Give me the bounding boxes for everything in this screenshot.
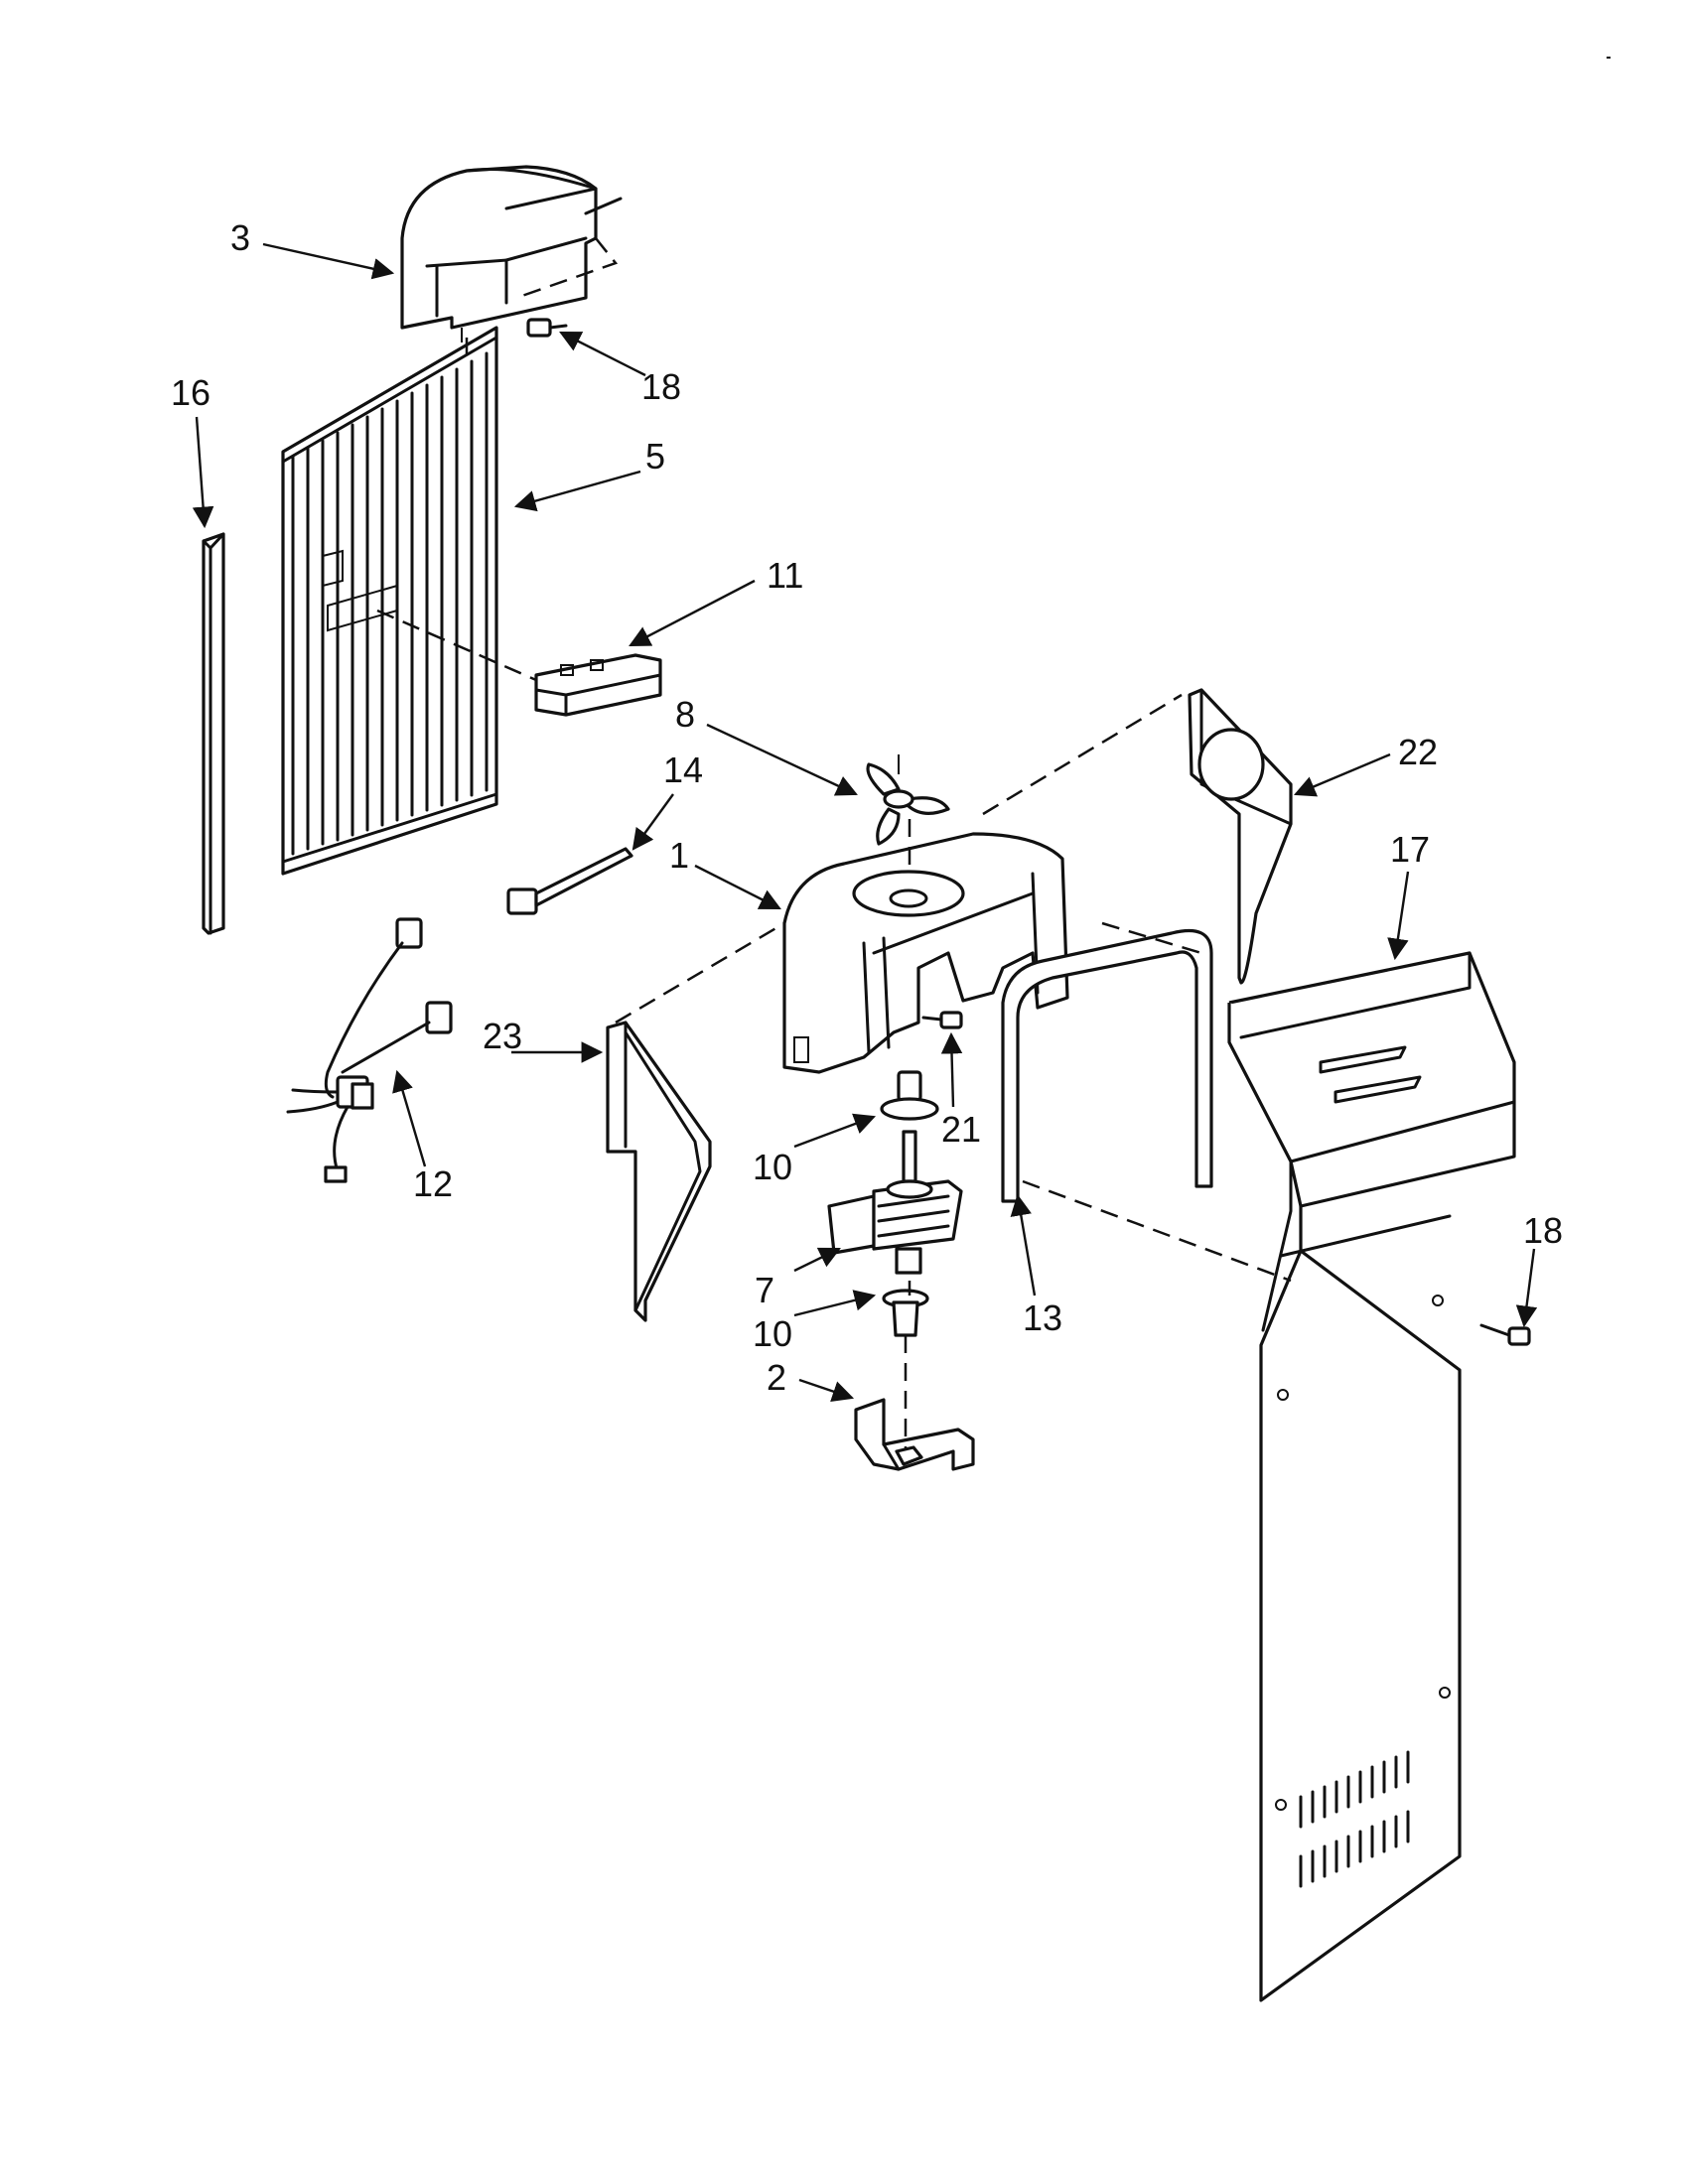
part-2-motor-bracket	[854, 1398, 975, 1471]
callout-22: 22	[1398, 732, 1438, 772]
part-13-gasket	[1001, 928, 1213, 1203]
callout-2: 2	[767, 1357, 786, 1398]
part-12-wire-harness	[286, 917, 453, 1183]
callout-21: 21	[941, 1109, 981, 1150]
part-23-side-baffle	[606, 1021, 712, 1322]
callout-14: 14	[663, 750, 703, 790]
part-16-strip	[202, 532, 225, 935]
part-10-grommet-upper	[880, 1070, 939, 1121]
callout-23: 23	[483, 1016, 522, 1056]
callout-13: 13	[1023, 1297, 1062, 1338]
part-3-duct-cover	[400, 165, 623, 342]
part-18-screw-right	[1479, 1323, 1531, 1346]
assembly-lines	[376, 338, 1292, 1449]
leader-arrows	[192, 242, 1538, 1402]
callout-10-lower: 10	[753, 1313, 792, 1354]
part-22-baffle	[1188, 688, 1293, 985]
callout-18-right: 18	[1523, 1210, 1563, 1251]
part-17-rear-panel	[1227, 951, 1516, 2002]
motor-shaft	[902, 1130, 917, 1183]
callout-1: 1	[669, 835, 689, 876]
part-11-bracket	[534, 653, 662, 717]
part-8-fan-blade	[866, 754, 950, 846]
part-18-screw-top	[526, 318, 568, 338]
part-21-screw	[921, 1011, 963, 1029]
callout-5: 5	[645, 436, 665, 477]
callout-10-upper: 10	[753, 1147, 792, 1187]
part-10-grommet-lower	[882, 1289, 929, 1337]
part-1-fan-housing	[782, 832, 1069, 1074]
part-7-fan-motor	[827, 1179, 963, 1275]
callout-7: 7	[755, 1270, 774, 1310]
callout-16: 16	[171, 372, 210, 413]
callout-17: 17	[1390, 829, 1430, 870]
callout-12: 12	[413, 1163, 453, 1204]
part-5-evaporator-grille	[281, 326, 498, 876]
part-14-tie-strap	[506, 847, 633, 915]
callout-11: 11	[767, 555, 803, 596]
callout-18-top: 18	[641, 366, 681, 407]
callout-labels: 3 18 16 5 11 8 14 1 22 17 23 12 21 10 7 …	[171, 217, 1563, 1398]
callout-3: 3	[230, 217, 250, 258]
callout-8: 8	[675, 694, 695, 735]
